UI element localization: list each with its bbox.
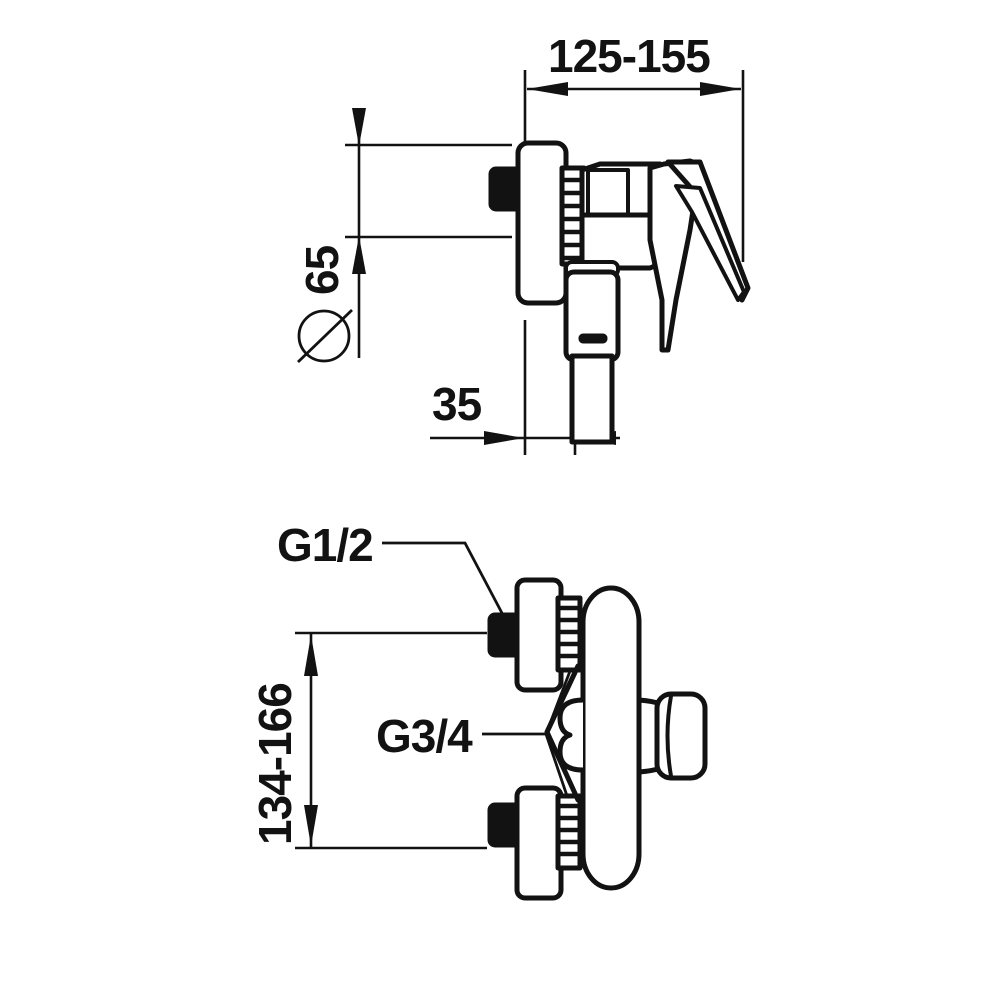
outlet-pipe bbox=[569, 353, 615, 445]
body-waist-bulge bbox=[557, 697, 586, 773]
arrow-head-top bbox=[352, 108, 366, 146]
arrow-head-bottom bbox=[352, 236, 366, 274]
handle-knob bbox=[654, 691, 708, 781]
callout-label-g12: G1/2 bbox=[277, 519, 373, 571]
arrow-head-top bbox=[304, 635, 318, 676]
dimension-125-155: 125-155 bbox=[523, 30, 745, 262]
lower-thread-hatching bbox=[560, 803, 578, 857]
dimension-134-166: 134-166 bbox=[249, 631, 487, 850]
handle-knob-seam bbox=[665, 694, 673, 778]
mixer-front-elevation-part bbox=[487, 577, 708, 901]
escutcheon bbox=[515, 140, 569, 306]
outlet-housing bbox=[563, 269, 621, 363]
dimension-label-65: 65 bbox=[296, 245, 348, 295]
outlet-slot bbox=[578, 333, 608, 344]
dimension-label-125-155: 125-155 bbox=[548, 30, 710, 82]
dimension-label-35: 35 bbox=[432, 378, 482, 430]
lower-escutcheon bbox=[514, 785, 564, 901]
thread-hatching bbox=[564, 177, 582, 261]
body-column bbox=[580, 585, 642, 891]
upper-escutcheon bbox=[514, 577, 564, 693]
side-elevation-view: 125-155 65 bbox=[296, 30, 751, 455]
arrow-head-left bbox=[527, 82, 568, 96]
mixer-side-elevation-part bbox=[488, 140, 751, 445]
front-elevation-view: G1/2 G3/4 134-166 bbox=[249, 519, 708, 901]
callout-label-g34: G3/4 bbox=[376, 710, 473, 762]
diameter-symbol-icon bbox=[297, 308, 353, 364]
leader-line bbox=[382, 541, 514, 633]
arrow-head-left bbox=[484, 431, 524, 445]
dimension-label-134-166: 134-166 bbox=[249, 683, 301, 845]
callout-g12: G1/2 bbox=[277, 519, 514, 633]
arrow-head-right bbox=[700, 82, 741, 96]
lever-handle-blade-inner bbox=[674, 184, 746, 302]
dimension-65: 65 bbox=[296, 108, 512, 364]
upper-thread-hatching bbox=[560, 605, 578, 659]
arrow-head-bottom bbox=[304, 805, 318, 846]
